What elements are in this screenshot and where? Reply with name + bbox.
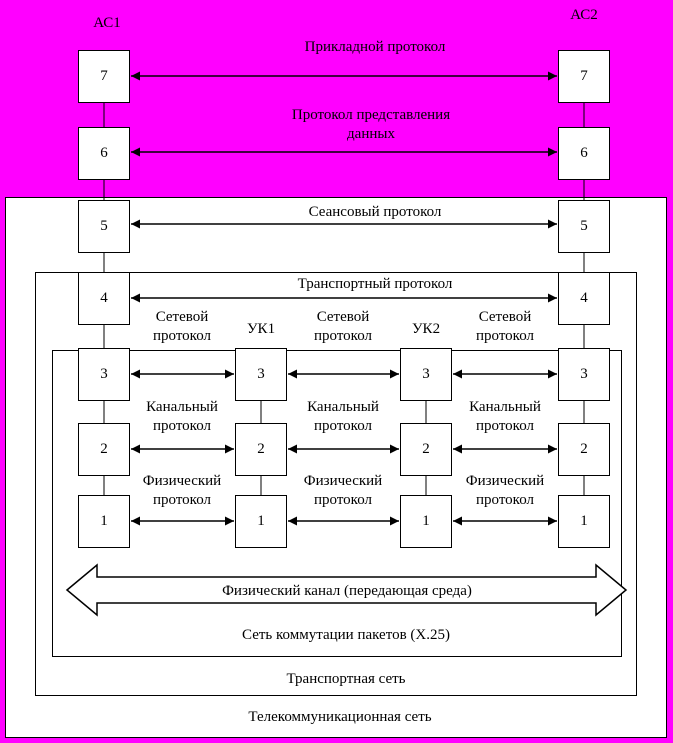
protocol-arrows xyxy=(131,71,557,526)
label-network-protocol-right: Сетевой протокол xyxy=(475,309,535,344)
label-telecom-network: Телекоммуникационная сеть xyxy=(248,709,432,725)
label-datalink-protocol-left: Канальный протокол xyxy=(146,399,218,434)
physical-channel-arrow xyxy=(65,563,628,617)
label-physical-protocol-middle: Физический протокол xyxy=(303,473,383,508)
layer-box-as1-1: 1 xyxy=(78,495,130,548)
label-packet-network: Сеть коммутации пакетов (Х.25) xyxy=(242,627,450,643)
layer-box-as1-6: 6 xyxy=(78,127,130,180)
layer-box-as1-5: 5 xyxy=(78,200,130,253)
label-physical-channel: Физический канал (передающая среда) xyxy=(222,583,472,599)
layer-box-as1-3: 3 xyxy=(78,348,130,401)
label-physical-protocol-right: Физический протокол xyxy=(465,473,545,508)
label-datalink-protocol-right: Канальный протокол xyxy=(469,399,541,434)
layer-box-as2-6: 6 xyxy=(558,127,610,180)
layer-box-as2-4: 4 xyxy=(558,272,610,325)
label-transport-network: Транспортная сеть xyxy=(286,671,406,687)
label-as2: АС2 xyxy=(570,7,598,23)
label-as1: АС1 xyxy=(93,15,121,31)
label-uk2: УК2 xyxy=(411,321,441,337)
layer-box-as2-2: 2 xyxy=(558,423,610,476)
transport-network-region xyxy=(35,272,637,696)
label-presentation-protocol: Протокол представления данных xyxy=(291,107,451,142)
label-transport-protocol: Транспортный протокол xyxy=(297,276,453,292)
label-application-protocol: Прикладной протокол xyxy=(304,39,446,55)
layer-box-as2-1: 1 xyxy=(558,495,610,548)
label-datalink-protocol-middle: Канальный протокол xyxy=(307,399,379,434)
layer-box-uk2-2: 2 xyxy=(400,423,452,476)
label-network-protocol-middle: Сетевой протокол xyxy=(313,309,373,344)
layer-box-uk2-1: 1 xyxy=(400,495,452,548)
layer-box-as1-2: 2 xyxy=(78,423,130,476)
layer-box-uk1-3: 3 xyxy=(235,348,287,401)
packet-network-region xyxy=(52,350,622,657)
label-uk1: УК1 xyxy=(246,321,276,337)
label-network-protocol-left: Сетевой протокол xyxy=(152,309,212,344)
layer-box-uk1-1: 1 xyxy=(235,495,287,548)
layer-box-as1-7: 7 xyxy=(78,50,130,103)
label-physical-protocol-left: Физический протокол xyxy=(142,473,222,508)
layer-box-as2-3: 3 xyxy=(558,348,610,401)
layer-box-as2-5: 5 xyxy=(558,200,610,253)
label-session-protocol: Сеансовый протокол xyxy=(308,204,442,220)
layer-box-uk1-2: 2 xyxy=(235,423,287,476)
node-stack-connectors xyxy=(103,103,585,495)
layer-box-as2-7: 7 xyxy=(558,50,610,103)
layer-box-uk2-3: 3 xyxy=(400,348,452,401)
layer-box-as1-4: 4 xyxy=(78,272,130,325)
